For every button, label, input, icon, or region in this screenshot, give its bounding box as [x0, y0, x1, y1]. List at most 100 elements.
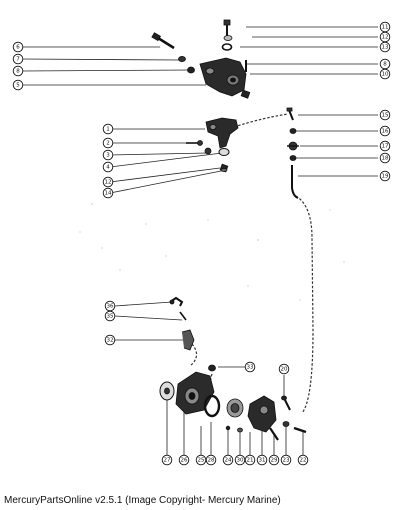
callout-circle-15 [379, 109, 391, 121]
part-connector-32 [181, 329, 195, 351]
callout-circle-7 [12, 53, 24, 65]
callout-number-29: 29 [271, 457, 278, 463]
callout-circle-14 [102, 187, 114, 199]
callout-number-7: 7 [16, 56, 20, 62]
callout-circle-10 [379, 68, 391, 80]
callout-circle-8 [12, 65, 24, 77]
callout-circle-18 [379, 152, 391, 164]
callout-number-12: 12 [105, 179, 112, 185]
callout-number-8: 8 [16, 68, 20, 74]
callout-circle-23 [280, 454, 292, 466]
callout-number-33: 33 [247, 364, 254, 370]
callout-number-26: 26 [181, 457, 188, 463]
lower-linkage-dash [295, 195, 314, 414]
callout-number-36: 36 [107, 303, 114, 309]
callout-number-11: 11 [382, 24, 389, 30]
part-clip-35 [179, 311, 187, 321]
callout-number-24: 24 [225, 457, 232, 463]
callout-number-3: 3 [106, 152, 110, 158]
part-lever-1 [205, 117, 239, 149]
callout-circle-24 [222, 454, 234, 466]
part-bracket-21 [247, 395, 277, 433]
callout-circle-16 [379, 125, 391, 137]
part-gear-24 [226, 398, 244, 418]
callout-circle-1 [102, 123, 114, 135]
callout-circle-12 [102, 176, 114, 188]
callout-circle-30 [234, 454, 246, 466]
callout-circle-33 [244, 361, 256, 373]
part-bolt-6 [151, 32, 175, 50]
callout-number-25: 25 [198, 457, 205, 463]
callout-circle-36 [104, 300, 116, 312]
callout-number-1: 1 [106, 126, 110, 132]
part-washer-12 [223, 35, 233, 41]
callout-circle-19 [379, 170, 391, 182]
callout-number-22: 22 [300, 457, 307, 463]
callout-number-21: 21 [247, 457, 254, 463]
callout-number-2: 2 [106, 140, 110, 146]
callout-number-31: 31 [259, 457, 266, 463]
part-housing-26 [175, 371, 215, 415]
callout-number-27: 27 [164, 457, 171, 463]
part-washer-3 [204, 147, 212, 155]
callout-number-18: 18 [382, 155, 389, 161]
callout-circle-4 [102, 161, 114, 173]
callout-circle-32 [104, 334, 116, 346]
callout-number-30: 30 [237, 457, 244, 463]
part-washer-4 [218, 148, 230, 156]
callout-number-19: 19 [382, 173, 389, 179]
callout-circle-29 [268, 454, 280, 466]
callout-circle-27 [161, 454, 173, 466]
callout-circle-26 [178, 454, 190, 466]
callout-number-17: 17 [382, 143, 389, 149]
part-washer-27 [159, 381, 175, 401]
callout-circle-17 [379, 140, 391, 152]
part-washer-16 [289, 128, 297, 134]
part-nut-10 [240, 89, 251, 99]
copyright-caption: MercuryPartsOnline v2.5.1 (Image Copyrig… [4, 495, 281, 506]
callout-number-20: 20 [281, 366, 288, 372]
callout-number-14: 14 [105, 190, 112, 196]
callout-number-8: 8 [383, 61, 387, 67]
part-nut-33 [208, 364, 216, 372]
scan-specks [79, 203, 345, 301]
part-washer-14 [220, 168, 228, 172]
callout-number-15: 15 [382, 112, 389, 118]
part-screw-15 [286, 107, 294, 121]
callout-number-10: 10 [382, 71, 389, 77]
callout-number-13: 13 [382, 44, 389, 50]
part-screw-23 [269, 427, 279, 441]
part-lockwasher-13 [221, 43, 233, 51]
part-washer-7 [178, 56, 186, 63]
part-washer-29 [282, 421, 290, 427]
left-linkage-dash [189, 343, 198, 367]
callout-circle-5 [12, 79, 24, 91]
part-washer-18 [289, 155, 297, 161]
part-screw-22 [293, 426, 307, 434]
part-bushing-8 [187, 66, 195, 74]
callout-number-6: 6 [16, 44, 20, 50]
callout-number-32: 32 [107, 337, 114, 343]
part-screw-20 [281, 395, 291, 411]
part-clip-36 [169, 296, 184, 307]
callout-circle-22 [297, 454, 309, 466]
callout-circle-13 [379, 41, 391, 53]
callout-number-23: 23 [283, 457, 290, 463]
parts [151, 19, 307, 441]
part-ring-25 [203, 394, 221, 418]
part-joint-17 [287, 141, 299, 151]
callout-number-28: 28 [208, 457, 215, 463]
leader-lines [21, 26, 378, 455]
callout-number-4: 4 [106, 164, 110, 170]
callout-circle-3 [102, 149, 114, 161]
callout-circle-28 [205, 454, 217, 466]
part-screw-2 [186, 140, 203, 146]
callout-circle-6 [12, 41, 24, 53]
callout-circle-31 [256, 454, 268, 466]
callout-number-5: 5 [16, 82, 20, 88]
part-pin-31 [225, 425, 231, 431]
part-washer-30 [237, 427, 243, 433]
upper-linkage-dash [233, 113, 289, 128]
